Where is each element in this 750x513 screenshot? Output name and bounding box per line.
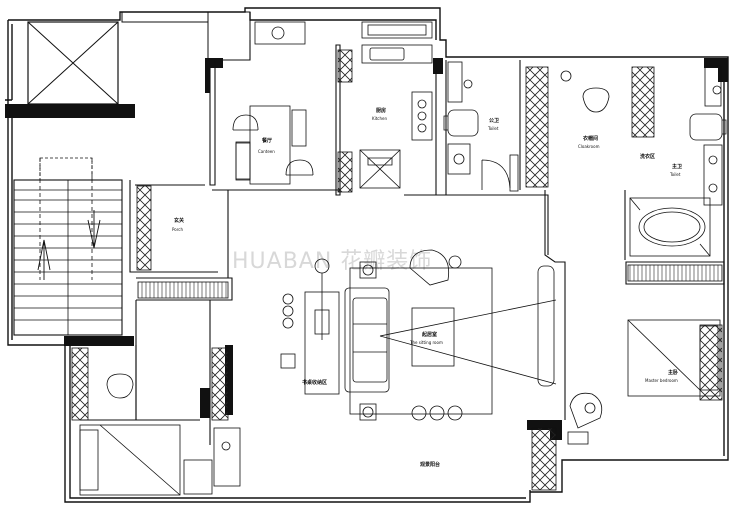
- kitchen-label-en: Kitchen: [372, 116, 387, 121]
- storage-cabinets: [71, 49, 723, 491]
- study-label-cn: 书桌收纳区: [302, 379, 327, 386]
- master-bedroom-label-cn: 主卧: [668, 369, 678, 376]
- balcony-label-cn: 观景阳台: [420, 461, 440, 468]
- toilet-a-label-en: Toilet: [487, 126, 499, 131]
- bedroom-2-furniture: [79, 373, 241, 496]
- room-labels: 餐厅 Canteen 厨房 Kitchen 公卫 Toilet 衣帽间 Cloa…: [172, 107, 682, 468]
- dining-set: [232, 105, 314, 185]
- toilet-b-label-cn: 主卫: [672, 163, 682, 170]
- sitting-room-furniture: [280, 249, 557, 421]
- kitchen-label-cn: 厨房: [376, 107, 386, 114]
- canteen-label-cn: 餐厅: [261, 137, 272, 144]
- elevator-shaft: [27, 11, 251, 105]
- toilet-a-label-cn: 公卫: [489, 117, 499, 124]
- toilet-b-fixtures: [629, 65, 727, 257]
- watermark: HUABAN 花瓣装饰: [232, 249, 432, 274]
- canteen-label-en: Canteen: [258, 149, 275, 154]
- toilet-b-label-en: Toilet: [669, 172, 681, 177]
- sitting-room-label-en: The sitting room: [409, 340, 443, 345]
- interior-walls: [80, 40, 725, 445]
- master-bedroom-furniture: [567, 319, 721, 445]
- porch-label-cn: 玄关: [174, 217, 184, 224]
- cloakroom-label-en: Cloakroom: [578, 144, 600, 149]
- cloakroom-fixtures: [560, 70, 610, 113]
- wall-blocks: [5, 58, 728, 440]
- master-bedroom-label-en: Master bedroom: [645, 378, 678, 383]
- staircase: [13, 157, 123, 336]
- toilet-a-fixtures: [443, 61, 519, 192]
- kitchen-fixtures: [254, 21, 433, 189]
- sitting-room-label-cn: 起居室: [421, 331, 437, 338]
- porch-label-en: Porch: [172, 227, 183, 232]
- wash-area-label-cn: 洗衣区: [640, 153, 655, 160]
- cloakroom-label-cn: 衣帽间: [583, 135, 598, 142]
